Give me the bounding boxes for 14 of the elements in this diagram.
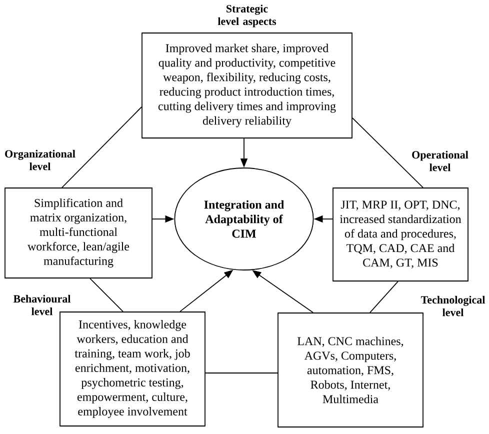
level-heading: Technological level: [421, 296, 486, 316]
text-box: JIT, MRP II, OPT, DNC, increased standardization of data and procedures, TQM, CAD, CAE and CAM, GT, MIS: [332, 188, 468, 282]
connector-line: [90, 278, 124, 312]
text-box: Simplification and matrix organization, multi-functional workforce, lean/agile manufacturing: [4, 188, 152, 278]
text-box: Improved market share, improved quality and productivity, competitive weapon, flexibility, reducing costs, reducing product introduction times, cutting delivery times and improving delivery reliability: [142, 32, 352, 138]
text-box: LAN, CNC machines, AGVs, Computers, automation, FMS, Robots, Internet, Multimedia: [278, 312, 424, 428]
connector-line: [370, 281, 398, 313]
level-heading: Strategic level aspects: [218, 4, 276, 28]
level-heading: Organizational level: [5, 150, 76, 170]
connector-line: [62, 106, 142, 188]
level-heading: Operational level: [412, 150, 468, 172]
text-box: Incentives, knowledge workers, education and training, team work, job enrichment, motivation, psychometric testing, empowerment, culture, employee involvement: [60, 312, 206, 426]
connector-line: [205, 372, 278, 374]
connector-line: [352, 118, 424, 188]
